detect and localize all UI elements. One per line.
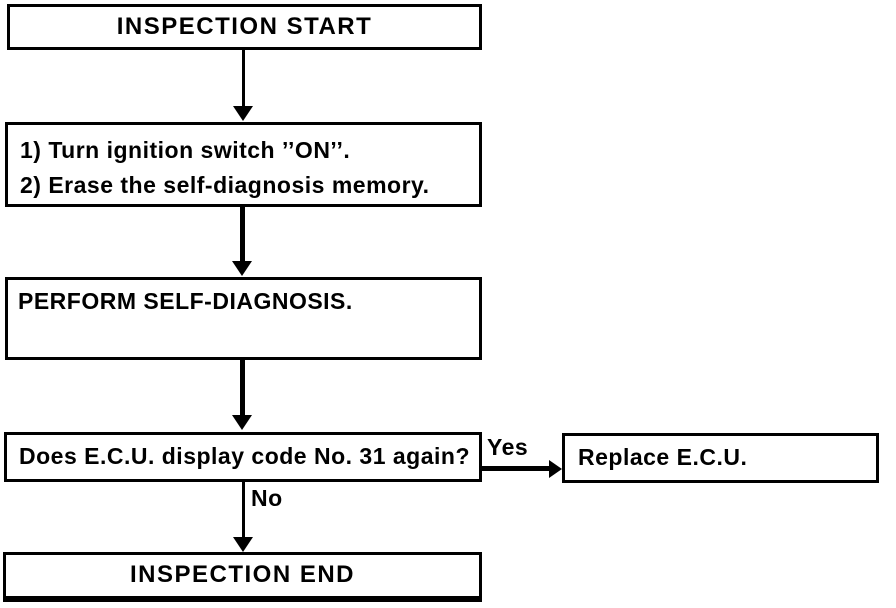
node-perform-self-diagnosis: PERFORM SELF-DIAGNOSIS. <box>5 277 482 360</box>
connector-decision-to-end <box>242 482 245 538</box>
prepare-step-2: 2) Erase the self-diagnosis memory. <box>20 172 430 198</box>
node-inspection-end: INSPECTION END <box>3 552 482 602</box>
connector-prepare-to-perform <box>240 207 245 262</box>
branch-label-no: No <box>251 485 283 511</box>
arrowhead-down-icon <box>233 537 253 552</box>
branch-label-yes: Yes <box>487 434 529 460</box>
node-perform-label: PERFORM SELF-DIAGNOSIS. <box>18 288 353 314</box>
node-decision-label: Does E.C.U. display code No. 31 again? <box>19 443 471 470</box>
node-replace-ecu: Replace E.C.U. <box>562 433 879 483</box>
node-replace-label: Replace E.C.U. <box>578 444 748 471</box>
arrowhead-down-icon <box>232 415 252 430</box>
node-prepare-steps: 1) Turn ignition switch ’’ON’’. 2) Erase… <box>5 122 482 207</box>
arrowhead-down-icon <box>232 261 252 276</box>
node-inspection-start: INSPECTION START <box>7 4 482 50</box>
connector-decision-to-replace <box>482 466 550 471</box>
connector-perform-to-decision <box>240 360 245 416</box>
node-inspection-start-label: INSPECTION START <box>116 12 373 40</box>
arrowhead-down-icon <box>233 106 253 121</box>
node-decision-code-31: Does E.C.U. display code No. 31 again? <box>4 432 482 482</box>
node-inspection-end-label: INSPECTION END <box>129 561 356 589</box>
connector-start-to-prepare <box>242 50 245 108</box>
prepare-step-1: 1) Turn ignition switch ’’ON’’. <box>20 137 351 163</box>
arrowhead-right-icon <box>549 460 562 478</box>
